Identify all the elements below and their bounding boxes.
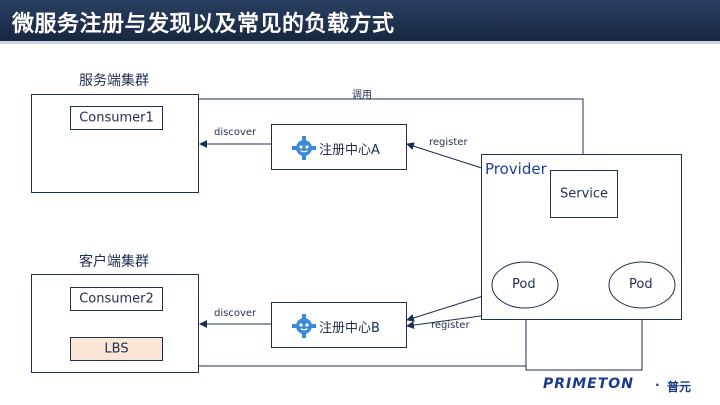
consumer1-label: Consumer1 xyxy=(79,110,154,126)
logo-brand: PRIMETON xyxy=(543,376,634,392)
logo-dot: · xyxy=(655,378,660,392)
register-label-top: register xyxy=(429,137,468,148)
pod-node-left[interactable] xyxy=(490,260,560,310)
primeton-logo: PRIMETON · 普元 xyxy=(543,376,713,396)
provider-label: Provider xyxy=(485,160,547,178)
lbs-label: LBS xyxy=(104,341,129,357)
discover-label-bottom: discover xyxy=(214,308,257,319)
register-label-bottom: register xyxy=(431,320,470,331)
server-cluster-label: 服务端集群 xyxy=(79,73,149,89)
discover-label-top: discover xyxy=(214,127,257,138)
service-node[interactable]: Service xyxy=(550,170,618,218)
page-title: 微服务注册与发现以及常见的负载方式 xyxy=(12,12,395,37)
consumer1-node[interactable]: Consumer1 xyxy=(70,106,163,130)
lbs-to-pod-right-arrow xyxy=(525,307,646,371)
gear-icon xyxy=(292,314,316,338)
gear-icon xyxy=(292,136,316,160)
logo-suffix: 普元 xyxy=(667,380,692,394)
pod-left-label: Pod xyxy=(512,277,536,292)
registry-b-node[interactable]: 注册中心B xyxy=(271,302,407,348)
registry-b-label: 注册中心B xyxy=(319,321,380,336)
call-label: 调用 xyxy=(352,90,372,101)
registry-a-label: 注册中心A xyxy=(319,143,380,158)
service-label: Service xyxy=(559,186,609,202)
client-cluster-label: 客户端集群 xyxy=(79,254,149,270)
pod-node-right[interactable] xyxy=(607,260,677,310)
lbs-node[interactable]: LBS xyxy=(70,337,163,361)
consumer2-label: Consumer2 xyxy=(79,291,154,307)
title-underline xyxy=(0,41,720,44)
pod-right-label: Pod xyxy=(629,277,653,292)
consumer2-node[interactable]: Consumer2 xyxy=(70,287,163,311)
registry-a-node[interactable]: 注册中心A xyxy=(271,124,407,170)
title-bar: 微服务注册与发现以及常见的负载方式 xyxy=(0,0,720,44)
